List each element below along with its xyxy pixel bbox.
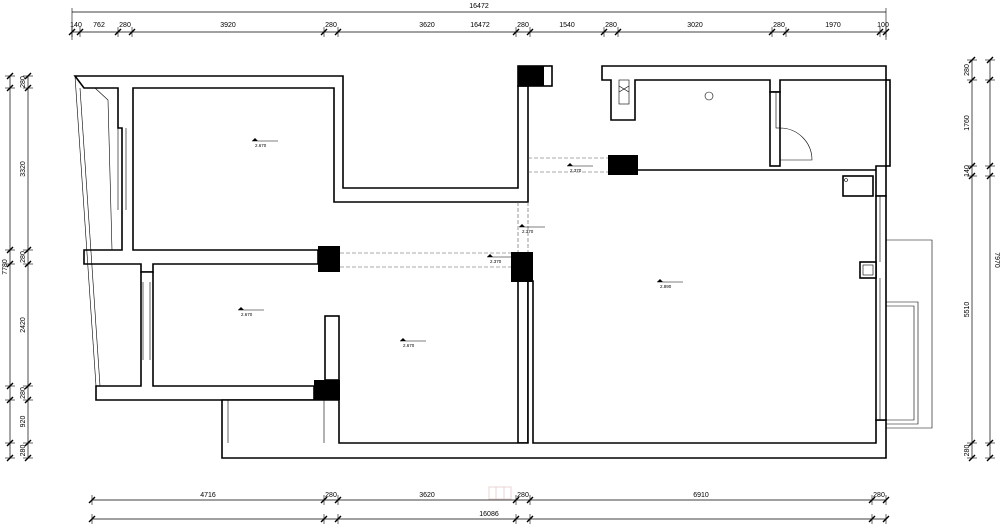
door-swing-bath — [779, 127, 813, 161]
top-segment-label: 3620 — [419, 22, 435, 29]
wall-bath-jamb — [769, 91, 781, 167]
balcony-right-outer — [886, 239, 933, 429]
top-segment-label: 3020 — [687, 22, 703, 29]
top-segment-label: 280 — [119, 22, 131, 29]
top-segment-label: 3920 — [220, 22, 236, 29]
left-segment-label: 3320 — [20, 161, 27, 177]
column-living-top — [608, 155, 638, 175]
watermark-logo — [488, 486, 512, 500]
top-overall-label: 16472 — [469, 3, 489, 10]
wall-right-edge — [885, 79, 891, 167]
bottom-segment-label: 280 — [517, 492, 529, 499]
wall-living-east — [875, 195, 887, 421]
elevation-triangle-icon — [567, 163, 573, 166]
wall-lower-bedroom — [95, 271, 315, 401]
bottom-segment-label: 3620 — [419, 492, 435, 499]
top-segment-label: 762 — [93, 22, 105, 29]
elevation-triangle-icon — [238, 307, 244, 310]
elevation-markers: 2.670 2.670 2.670 2.370 2.370 2.370 2.890 — [238, 138, 683, 348]
right-segment-label: 140 — [964, 165, 971, 177]
right-overall-label: 7970 — [993, 252, 1000, 268]
left-dimension-chain: 280 3320 280 2420 280 920 280 7780 — [2, 72, 33, 462]
right-segment-label: 280 — [964, 64, 971, 76]
wall-living-right — [638, 165, 887, 197]
wall-pipe-box — [859, 261, 877, 279]
floor-drain-icon — [704, 91, 714, 101]
left-segment-label: 280 — [20, 387, 27, 399]
elevation-triangle-icon — [657, 279, 663, 282]
top-segment-label: 1540 — [559, 22, 575, 29]
column-mid-right — [511, 252, 533, 282]
right-segment-label: 5510 — [964, 302, 971, 318]
elevation-triangle-icon — [519, 224, 525, 227]
wall-right-upper — [601, 65, 887, 121]
elevation-label: 2.670 — [241, 312, 253, 317]
wall-top-left — [73, 75, 529, 273]
top-segment-label: 280 — [517, 22, 529, 29]
balcony-right-inner — [886, 301, 919, 425]
bay-window-curve-inner — [79, 87, 101, 387]
wall-middle-vertical — [517, 280, 529, 444]
right-segment-label: 280 — [964, 445, 971, 457]
elevation-label: 2.370 — [522, 229, 534, 234]
left-segment-label: 2420 — [20, 317, 27, 333]
columns — [314, 66, 638, 400]
bottom-segment-label: 280 — [873, 492, 885, 499]
elevation-label: 2.370 — [570, 168, 582, 173]
left-segment-label: 280 — [20, 445, 27, 457]
top-segment-label: 280 — [325, 22, 337, 29]
left-segment-label: 280 — [20, 251, 27, 263]
wall-lower-pillar — [324, 315, 340, 381]
elevation-label: 2.370 — [490, 259, 502, 264]
bottom-segment-label: 280 — [325, 492, 337, 499]
column-bottom — [314, 380, 340, 400]
bottom-dimension-chain: 4716 280 3620 280 6910 280 16086 — [88, 492, 890, 524]
top-inner-overall-label: 16472 — [470, 22, 490, 29]
details — [74, 75, 933, 443]
top-segment-label: 1970 — [825, 22, 841, 29]
column-mid-left — [318, 246, 340, 272]
left-overall-label: 7780 — [2, 259, 9, 275]
elevation-label: 2.670 — [255, 143, 267, 148]
top-dimension-chain: 16472 16472 140 762 280 3920 280 3620 280 1540 2… — [68, 3, 890, 40]
elevation-triangle-icon — [252, 138, 258, 141]
top-segment-label: 100 — [877, 22, 889, 29]
wall-bottom — [221, 280, 887, 459]
bay-window-frame — [94, 87, 113, 251]
pipe-icon — [862, 264, 874, 276]
top-segment-label: 280 — [605, 22, 617, 29]
wall-corner-nib — [842, 175, 874, 197]
elevation-label: 2.890 — [660, 284, 672, 289]
walls — [73, 65, 891, 459]
right-dimension-chain: 280 1760 140 5510 280 7970 — [964, 56, 1000, 462]
bottom-overall-label: 16086 — [479, 511, 499, 518]
right-segment-label: 1760 — [964, 115, 971, 131]
elevation-triangle-icon — [487, 254, 493, 257]
left-segment-label: 920 — [20, 416, 27, 428]
top-segment-label: 140 — [70, 22, 82, 29]
bottom-segment-label: 6910 — [693, 492, 709, 499]
elevation-label: 2.670 — [403, 343, 415, 348]
bottom-segment-label: 4716 — [200, 492, 216, 499]
left-segment-label: 280 — [20, 76, 27, 88]
top-segment-label: 280 — [773, 22, 785, 29]
elevation-triangle-icon — [400, 338, 406, 341]
bay-window-curve — [74, 75, 97, 387]
column-top — [518, 66, 544, 86]
